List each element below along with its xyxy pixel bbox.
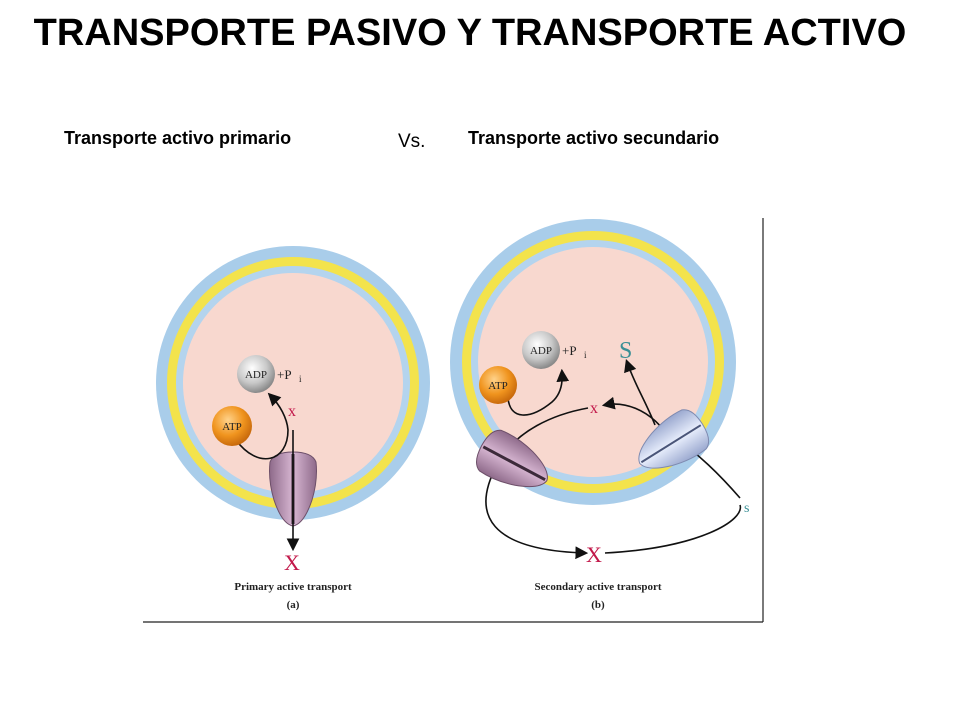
panel-a-atp-icon (212, 406, 252, 446)
panel-b-x-inside: x (590, 400, 598, 417)
panel-b-cell (450, 219, 736, 505)
panel-a-arrows (235, 392, 300, 552)
panel-b-pump (476, 429, 548, 488)
panel-a-pi-subscript: i (299, 374, 302, 384)
panel-a-adp-label: ADP (245, 369, 267, 381)
panel-b-s-outside: s (744, 501, 749, 516)
page-title: TRANSPORTE PASIVO Y TRANSPORTE ACTIVO (33, 12, 907, 54)
panel-b-pi-label: +P (562, 343, 577, 358)
panel-b-pi-subscript: i (584, 350, 587, 360)
panel-b-atp-label: ATP (488, 380, 508, 392)
panel-a-pi-label: +P (277, 367, 292, 382)
panel-a-cell (156, 246, 430, 520)
panel-a-adp-icon (237, 355, 275, 393)
panel-b-atp-icon (479, 366, 517, 404)
panel-a-letter: (a) (287, 599, 300, 611)
panel-b-x-outside: X (586, 542, 602, 567)
panel-b-caption: Secondary active transport (534, 581, 661, 593)
panel-a-x-inside: x (288, 403, 296, 420)
panel-b-s-inside: S (619, 338, 632, 364)
panel-b-adp-icon (522, 331, 560, 369)
panel-b-letter: (b) (591, 599, 605, 611)
subtitle-secondary: Transporte activo secundario (468, 128, 720, 148)
panel-a-atp-label: ATP (222, 421, 242, 433)
subtitle-vs: Vs. (398, 131, 426, 152)
panel-b-symporter (638, 409, 710, 469)
panel-a-caption: Primary active transport (234, 581, 352, 593)
subtitle-primary: Transporte activo primario (64, 128, 292, 148)
panel-b-adp-label: ADP (530, 345, 552, 357)
panel-a-x-outside: X (284, 550, 300, 575)
